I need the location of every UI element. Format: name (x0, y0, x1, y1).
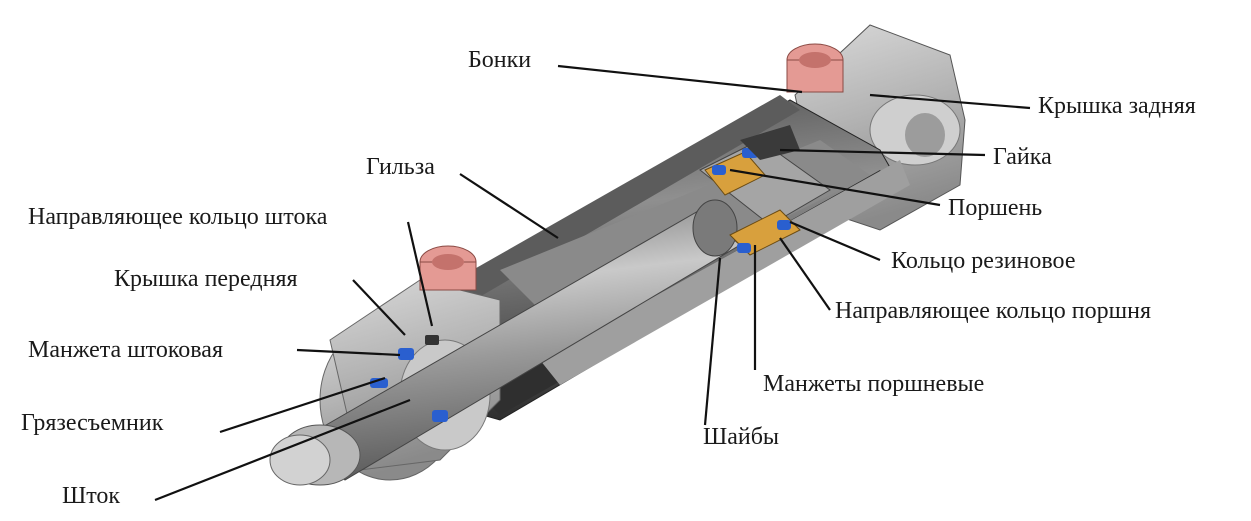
label-gilza: Гильза (366, 154, 435, 180)
label-kryshka-perednyaya: Крышка передняя (114, 266, 298, 292)
port-bosses (419, 43, 844, 291)
rod-seals (370, 335, 448, 422)
label-kolco-rezinovoe: Кольцо резиновое (891, 248, 1076, 274)
piston-rod (269, 199, 741, 486)
label-manzhety-porshnevye: Манжеты поршневые (763, 371, 985, 397)
label-porshen: Поршень (948, 195, 1043, 221)
label-napr-kolco-porshnya: Направляющее кольцо поршня (835, 298, 1152, 324)
label-shtok: Шток (62, 483, 121, 509)
leader-lines (154, 64, 1031, 502)
label-bonki: Бонки (468, 47, 532, 73)
label-gaika: Гайка (993, 144, 1052, 170)
label-manzheta-shtokovaya: Манжета штоковая (28, 337, 223, 363)
label-kryshka-zadnyaya: Крышка задняя (1038, 93, 1196, 119)
piston (699, 125, 831, 256)
label-napr-kolco-shtoka: Направляющее кольцо штока (28, 204, 328, 230)
label-shaiby: Шайбы (703, 424, 780, 450)
label-gryazesemnik: Грязесъемник (21, 410, 164, 436)
